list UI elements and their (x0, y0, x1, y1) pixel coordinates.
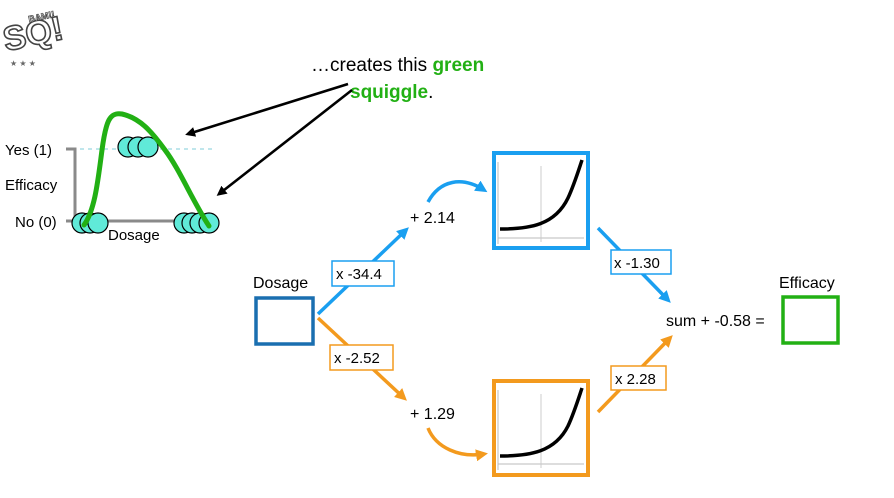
bottom-bias-arrow (426, 427, 488, 462)
output-label: Efficacy (779, 275, 835, 292)
softplus-curve (499, 159, 584, 231)
top-out-weight-box (610, 249, 672, 275)
bottom-out-weight-box (610, 365, 667, 391)
bottom-out-weight-label: x 2.28 (610, 365, 667, 391)
bottom-weight-text: x -2.52 (334, 350, 380, 367)
top-bias-arrow (426, 180, 488, 203)
efficacy-graph: Yes (1) Efficacy No (0) Dosage (5, 111, 220, 244)
svg-text:…creates this green: …creates this green (311, 55, 484, 76)
top-activation-node (492, 151, 590, 250)
top-weight-text: x -34.4 (336, 266, 382, 283)
input-node (254, 296, 315, 346)
svg-text:squiggle.: squiggle. (350, 82, 433, 103)
statquest-logo: SQ! BAM!! ★ ★ ★ (0, 9, 67, 68)
green-squiggle (81, 111, 212, 229)
bottom-activation-box (492, 379, 590, 477)
bottom-activation-node (492, 379, 590, 477)
top-out-weight-label: x -1.30 (610, 249, 672, 275)
caption: …creates this green squiggle. (311, 55, 484, 103)
top-weight-box (331, 260, 395, 287)
y-axis-top-label: Yes (1) (5, 142, 52, 159)
bottom-bias-label: + 1.29 (410, 406, 455, 423)
caption-arrow-top (185, 82, 349, 137)
softplus-curve (499, 387, 584, 458)
y-axis-bottom-label: No (0) (15, 214, 57, 231)
data-point (137, 136, 159, 158)
y-axis-title: Efficacy (5, 177, 58, 194)
bottom-weight-box (329, 344, 394, 371)
x-axis-title: Dosage (108, 227, 160, 244)
top-out-weight-text: x -1.30 (614, 255, 660, 272)
svg-text:★ ★ ★: ★ ★ ★ (10, 59, 36, 68)
caption-arrow-bottom (216, 88, 353, 196)
top-weight-label: x -34.4 (331, 260, 395, 287)
graph-axes (66, 147, 210, 223)
bottom-out-weight-text: x 2.28 (615, 371, 656, 388)
output-node (781, 295, 840, 345)
top-bias-label: + 2.14 (410, 210, 455, 227)
sum-expression: sum + -0.58 = (666, 313, 765, 330)
top-activation-box (492, 151, 590, 250)
input-label: Dosage (253, 275, 308, 292)
bottom-weight-label: x -2.52 (329, 344, 394, 371)
